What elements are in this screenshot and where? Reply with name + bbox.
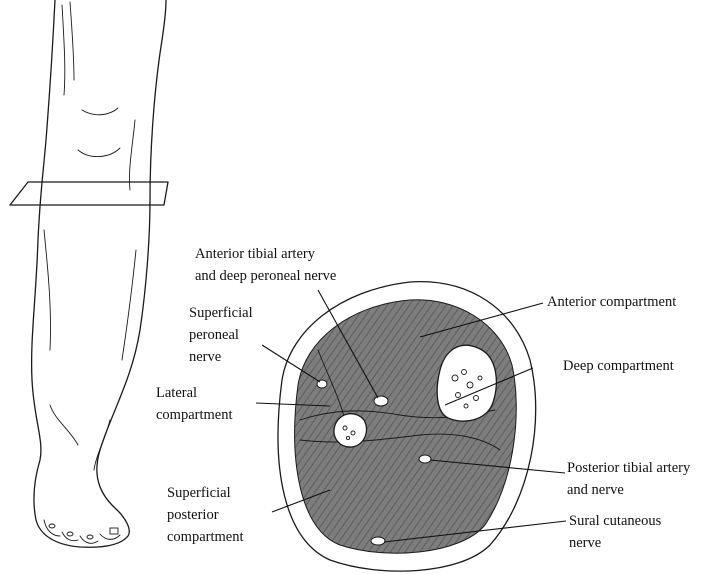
label-superficial-posterior-line3: compartment [167, 527, 244, 547]
label-sural-cutaneous-line1: Sural cutaneous [569, 511, 661, 531]
label-posterior-tibial-line2: and nerve [567, 480, 624, 500]
leg-illustration [10, 0, 168, 547]
label-posterior-tibial-line1: Posterior tibial artery [567, 458, 690, 478]
label-anterior-compartment: Anterior compartment [547, 292, 676, 312]
label-deep-compartment: Deep compartment [563, 356, 674, 376]
fibula-bone [334, 414, 366, 447]
label-superficial-peroneal-line1: Superficial [189, 303, 253, 323]
cross-section [278, 282, 536, 571]
tibia-bone [437, 345, 496, 421]
label-superficial-posterior-line2: posterior [167, 505, 219, 525]
posterior-tibial-vessel [419, 455, 431, 463]
label-sural-cutaneous-line2: nerve [569, 533, 601, 553]
label-superficial-posterior-line1: Superficial [167, 483, 231, 503]
label-superficial-peroneal-line3: nerve [189, 347, 221, 367]
sural-nerve-dot [371, 537, 385, 545]
muscle-area [295, 300, 517, 553]
label-superficial-peroneal-line2: peroneal [189, 325, 239, 345]
label-anterior-tibial-line2: and deep peroneal nerve [195, 266, 336, 286]
label-lateral-compartment-line1: Lateral [156, 383, 197, 403]
label-anterior-tibial-line1: Anterior tibial artery [195, 244, 315, 264]
anterior-tibial-vessel [374, 396, 388, 406]
label-lateral-compartment-line2: compartment [156, 405, 233, 425]
